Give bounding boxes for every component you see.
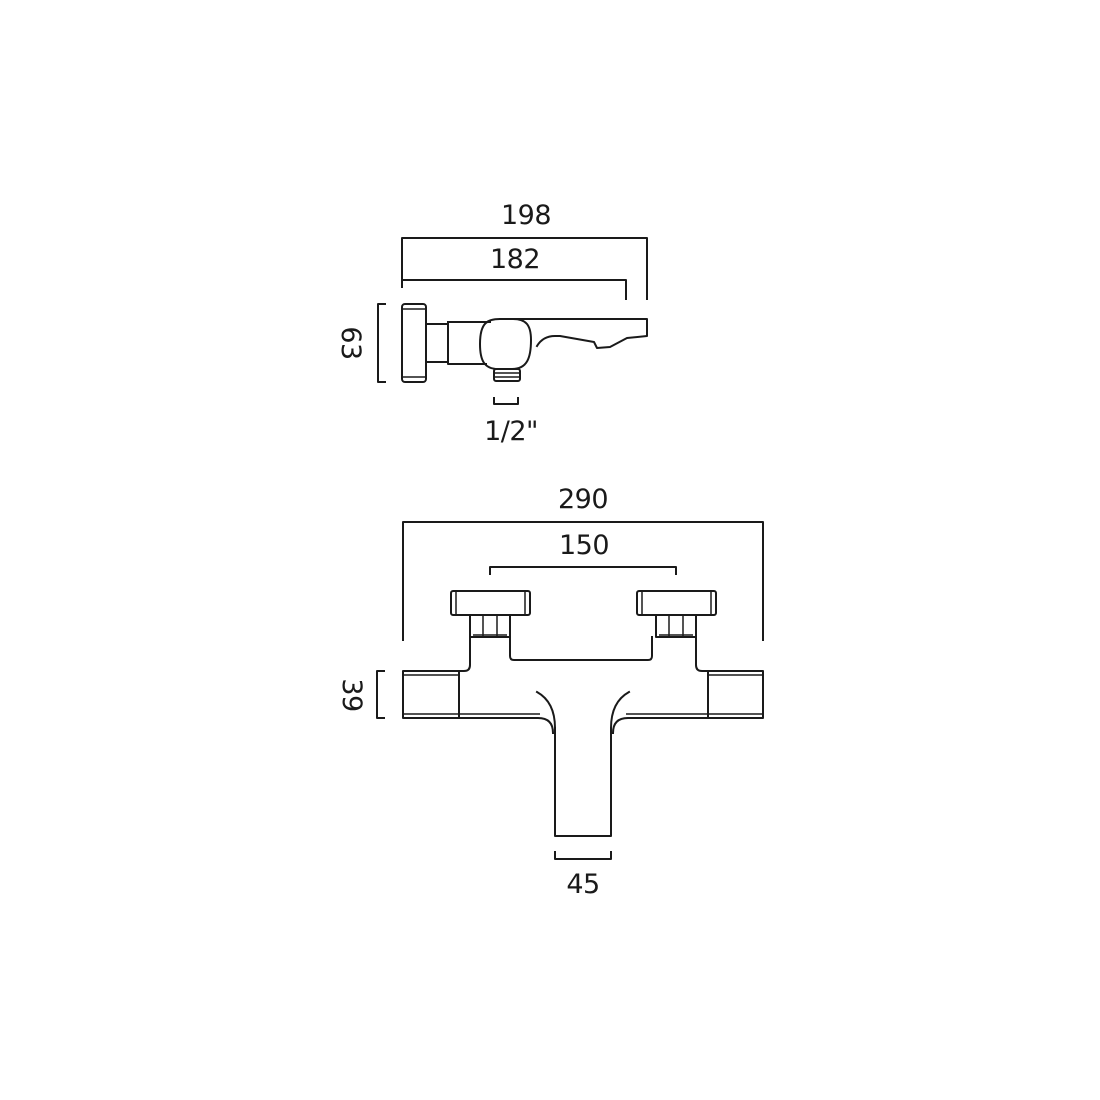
- dimension-label-body-height: 39: [336, 678, 367, 711]
- outlet-housing: [479, 318, 532, 370]
- dimension-label-height: 63: [335, 326, 366, 359]
- spout-curve-left: [535, 690, 557, 730]
- spout-curve-right: [609, 690, 631, 730]
- dimension-150: 150: [489, 530, 677, 575]
- dimension-label-spout-projection: 182: [490, 244, 540, 275]
- dimension-label-handle-centres: 150: [559, 530, 609, 561]
- front-view: 290 150 39: [336, 484, 764, 900]
- right-end-cap: [707, 670, 764, 719]
- dimension-198: 198: [401, 200, 648, 300]
- dimension-label-overall-projection: 198: [501, 200, 551, 231]
- valve-body-top: [458, 636, 709, 672]
- dimension-half-inch: 1/2": [484, 397, 538, 447]
- dimension-label-spout-width: 45: [566, 869, 599, 900]
- dimension-182: 182: [401, 244, 627, 300]
- side-view: 198 182 63: [335, 200, 648, 447]
- outlet-thread: [493, 368, 521, 382]
- spout-side: [499, 318, 648, 349]
- spout-front: [554, 727, 612, 837]
- dimension-label-overall-width: 290: [558, 484, 608, 515]
- dimension-label-outlet-thread: 1/2": [484, 416, 538, 447]
- right-flow-handle: [636, 590, 717, 638]
- dimension-63: 63: [335, 303, 386, 383]
- dimension-290: 290: [402, 484, 764, 641]
- shroud: [425, 323, 449, 363]
- dimension-39: 39: [336, 670, 385, 719]
- left-end-cap: [402, 670, 460, 719]
- body-bottom-left: [458, 717, 555, 735]
- body-section: [447, 321, 491, 365]
- dimension-45: 45: [554, 851, 612, 900]
- body-bottom-right: [611, 717, 709, 735]
- left-temperature-handle: [450, 590, 531, 638]
- wall-plate: [401, 303, 427, 383]
